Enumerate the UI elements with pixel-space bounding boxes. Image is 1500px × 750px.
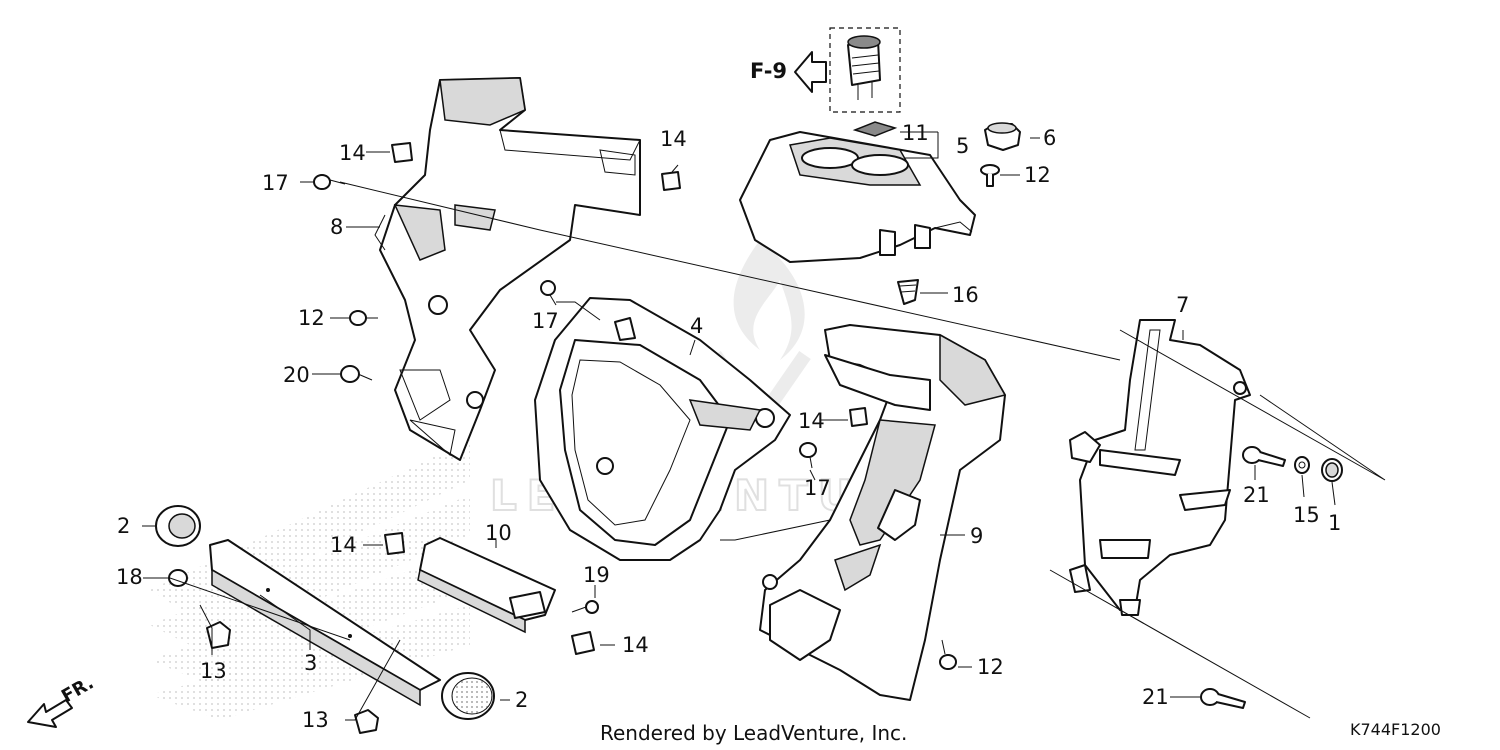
part-14-clip-a[interactable] bbox=[391, 142, 413, 163]
callout-2: 2 bbox=[117, 514, 130, 538]
callout-3: 3 bbox=[304, 651, 317, 675]
front-direction-indicator: FR. bbox=[27, 672, 97, 728]
part-12-screw-upper[interactable] bbox=[980, 164, 1000, 187]
rendered-by-footer: Rendered by LeadVenture, Inc. bbox=[600, 721, 907, 745]
part-20-bolt[interactable] bbox=[340, 365, 373, 383]
callout-9: 9 bbox=[970, 524, 983, 548]
callout-15: 15 bbox=[1293, 503, 1320, 527]
diagram-code: K744F1200 bbox=[1350, 720, 1441, 739]
callout-17: 17 bbox=[262, 171, 289, 195]
part-13-nut-upper[interactable] bbox=[206, 621, 231, 649]
callout-14: 14 bbox=[660, 127, 687, 151]
callout-21: 21 bbox=[1243, 483, 1270, 507]
callout-2: 2 bbox=[515, 688, 528, 712]
callout-20: 20 bbox=[283, 363, 310, 387]
part-17-bolt-b[interactable] bbox=[540, 280, 557, 306]
arrow-left-icon bbox=[794, 51, 827, 93]
callout-16: 16 bbox=[952, 283, 979, 307]
part-3-lower-beam[interactable] bbox=[209, 539, 441, 707]
part-ignition-key-cylinder[interactable] bbox=[829, 27, 901, 113]
part-14-clip-e[interactable] bbox=[571, 631, 595, 655]
reference-label: F-9 bbox=[750, 59, 787, 83]
part-1-grommet[interactable] bbox=[1321, 458, 1343, 482]
part-12-screw-left[interactable] bbox=[349, 310, 378, 326]
part-7-bracket-stay[interactable] bbox=[1069, 319, 1251, 616]
callout-17: 17 bbox=[532, 309, 559, 333]
callout-4: 4 bbox=[690, 314, 703, 338]
part-14-clip-d[interactable] bbox=[384, 532, 405, 555]
callout-17: 17 bbox=[804, 476, 831, 500]
part-14-clip-b[interactable] bbox=[661, 171, 681, 191]
callout-21: 21 bbox=[1142, 685, 1169, 709]
callout-11: 11 bbox=[902, 121, 929, 145]
part-14-clip-c[interactable] bbox=[849, 407, 868, 427]
callout-5: 5 bbox=[956, 134, 969, 158]
part-19-screw[interactable] bbox=[571, 600, 599, 614]
part-21-bolt-lower[interactable] bbox=[1200, 688, 1246, 709]
callout-12: 12 bbox=[1024, 163, 1051, 187]
part-21-bolt-upper[interactable] bbox=[1242, 446, 1286, 467]
callout-14: 14 bbox=[798, 409, 825, 433]
part-11-pad[interactable] bbox=[852, 121, 898, 137]
callout-13: 13 bbox=[302, 708, 329, 732]
arrow-down-left-icon bbox=[27, 699, 73, 728]
callout-14: 14 bbox=[330, 533, 357, 557]
callout-6: 6 bbox=[1043, 126, 1056, 150]
callout-12: 12 bbox=[298, 306, 325, 330]
leader-lines bbox=[142, 131, 1386, 721]
part-15-washer[interactable] bbox=[1294, 456, 1310, 474]
callouts: 1 2 2 3 4 5 6 7 8 9 10 11 12 12 12 13 13… bbox=[116, 121, 1341, 732]
callout-14: 14 bbox=[339, 141, 366, 165]
callout-7: 7 bbox=[1176, 293, 1189, 317]
part-4-center-cover[interactable] bbox=[534, 297, 791, 561]
part-10-unit[interactable] bbox=[417, 537, 556, 634]
callout-12: 12 bbox=[977, 655, 1004, 679]
part-13-nut-lower[interactable] bbox=[354, 709, 379, 734]
part-17-bolt-c[interactable] bbox=[799, 442, 817, 469]
part-18-nut[interactable] bbox=[168, 569, 188, 587]
part-12-screw-lower[interactable] bbox=[939, 639, 957, 670]
callout-13: 13 bbox=[200, 659, 227, 683]
part-2-grommet-left[interactable] bbox=[155, 505, 201, 547]
part-6-cap[interactable] bbox=[984, 122, 1021, 151]
part-16-clip[interactable] bbox=[897, 279, 919, 305]
reference-arrow-f9[interactable]: F-9 bbox=[750, 51, 827, 93]
callout-18: 18 bbox=[116, 565, 143, 589]
part-8-inner-cover-left[interactable] bbox=[374, 77, 641, 461]
part-2-grommet-right[interactable] bbox=[441, 672, 495, 720]
callout-1: 1 bbox=[1328, 511, 1341, 535]
part-9-inner-panel-right[interactable] bbox=[759, 324, 1007, 701]
part-5-meter-cover[interactable] bbox=[739, 131, 976, 263]
callout-8: 8 bbox=[330, 215, 343, 239]
callout-10: 10 bbox=[485, 521, 512, 545]
callout-14: 14 bbox=[622, 633, 649, 657]
callout-19: 19 bbox=[583, 563, 610, 587]
